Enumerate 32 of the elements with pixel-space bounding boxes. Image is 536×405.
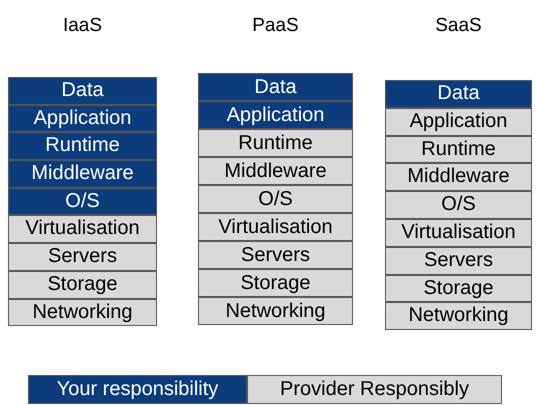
column-heading: SaaS [434,15,483,37]
layer-cell: Servers [385,246,532,275]
legend-label: Your responsibility [56,378,218,401]
layer-cell: Storage [198,269,353,297]
column-heading: IaaS [62,15,104,37]
layer-cell: Runtime [385,136,532,164]
layer-cell: Virtualisation [8,215,157,244]
column-heading: PaaS [251,15,300,37]
layer-cell: Data [8,77,157,105]
layer-cell: Runtime [198,129,353,157]
layer-cell: O/S [385,191,532,219]
layer-cell: Networking [198,297,353,325]
layer-cell: Virtualisation [198,213,353,241]
layer-cell: Application [8,104,157,132]
layer-cell: O/S [8,188,157,216]
layer-cell: Middleware [198,157,353,185]
layer-cell: Data [385,80,532,108]
layer-cell: Middleware [385,163,532,192]
layer-cell: O/S [198,185,353,213]
layer-cell: Data [198,73,353,101]
legend-label: Provider Responsibly [280,378,469,401]
layer-cell: Servers [8,243,157,271]
layer-cell: Application [385,108,532,136]
layer-cell: Runtime [8,132,157,160]
layer-cell: Servers [198,241,353,269]
layer-cell: Application [198,101,353,129]
layer-cell: Networking [385,302,532,330]
layer-cell: Networking [8,298,157,326]
layer-cell: Virtualisation [385,218,532,247]
layer-cell: Storage [385,274,532,302]
layer-cell: Middleware [8,160,157,188]
layer-cell: Storage [8,270,157,298]
